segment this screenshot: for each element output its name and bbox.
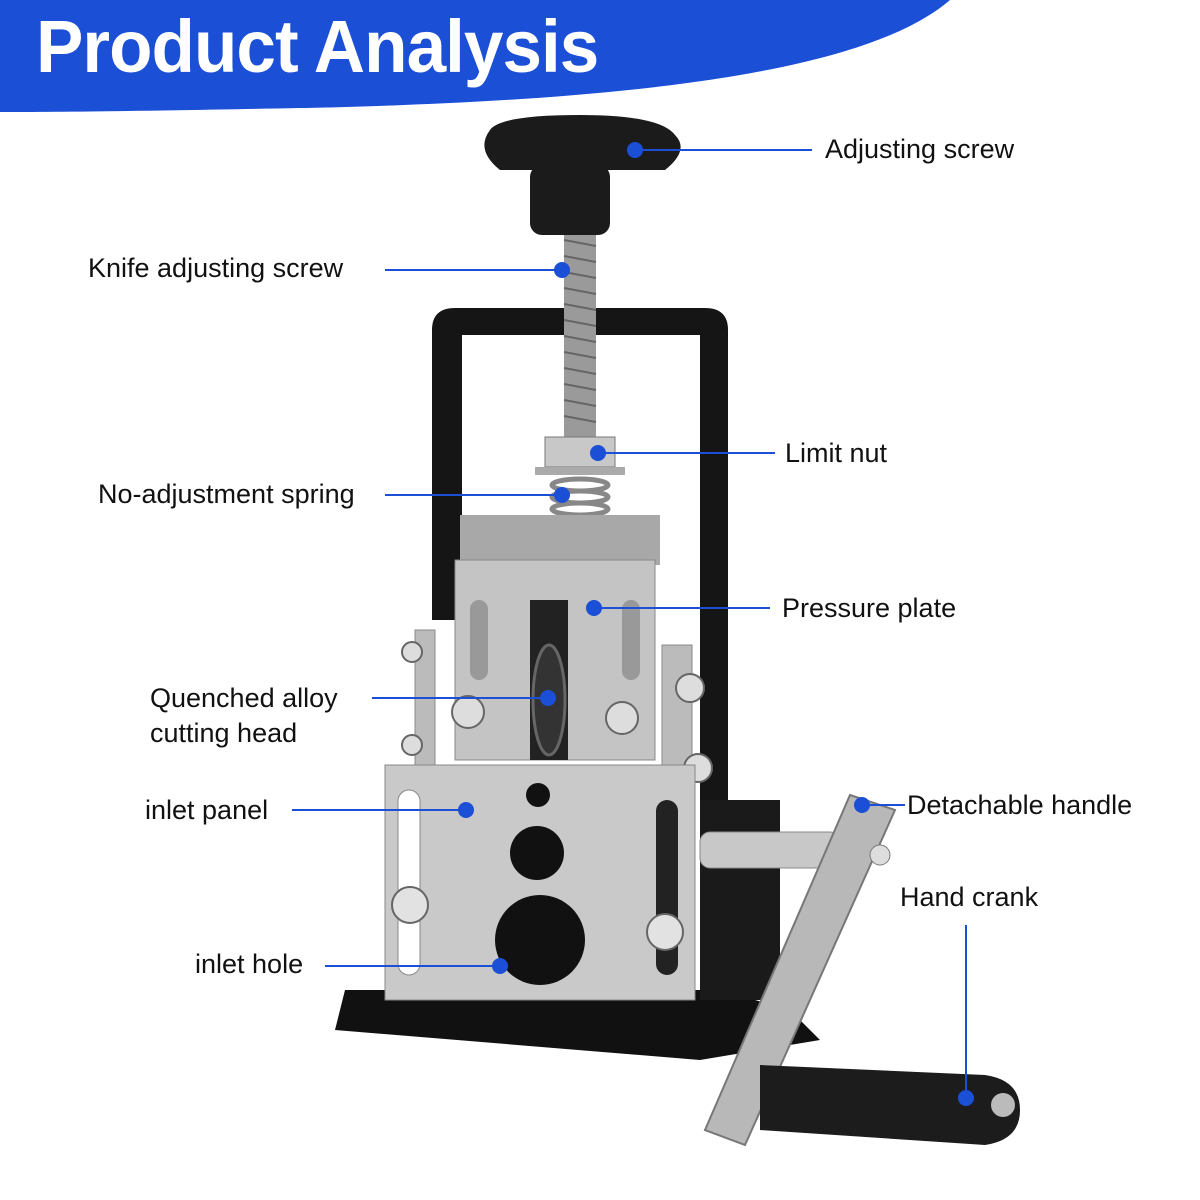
small-inlet-hole <box>526 783 550 807</box>
callout-line <box>292 809 466 811</box>
callout-dot <box>554 487 570 503</box>
callout-line <box>372 697 548 699</box>
callout-label: No-adjustment spring <box>98 479 355 509</box>
frame-back-block <box>700 800 780 1000</box>
crank-grip-cap <box>991 1093 1015 1117</box>
callout-dot <box>958 1090 974 1106</box>
callout-label: Adjusting screw <box>825 134 1015 164</box>
callout-label: Knife adjusting screw <box>88 253 344 283</box>
callout-line <box>635 149 812 151</box>
plate-left-slot <box>470 600 488 680</box>
callout-line <box>965 925 967 1098</box>
inlet-panel-bolts <box>391 886 684 951</box>
crank-grip <box>760 1065 1020 1145</box>
black-frame <box>432 308 728 810</box>
callout-dot <box>492 958 508 974</box>
callout-label-line2: cutting head <box>150 718 298 748</box>
adjusting-knob-stem <box>530 165 610 235</box>
title-banner <box>0 0 950 112</box>
crank-shaft <box>699 831 841 869</box>
callout-dot <box>540 690 556 706</box>
callout-line <box>594 607 770 609</box>
callout-label: inlet panel <box>145 795 269 825</box>
callout-label: Detachable handle <box>907 790 1133 820</box>
callout-line <box>598 452 775 454</box>
callout-line <box>385 494 562 496</box>
plate-right-slot <box>622 600 640 680</box>
callout-line <box>862 804 905 806</box>
callout-label: Quenched alloy <box>150 683 338 713</box>
page-title: Product Analysis <box>36 5 599 88</box>
callout-label: Pressure plate <box>782 593 957 623</box>
callout-dot <box>458 802 474 818</box>
crank-arm-bolt <box>869 844 891 866</box>
medium-inlet-hole <box>510 826 564 880</box>
callout-label: Limit nut <box>785 438 888 468</box>
washer <box>535 467 625 475</box>
callout-label: Hand crank <box>900 882 1039 912</box>
spring <box>549 476 611 518</box>
callout-line <box>325 965 500 967</box>
callout-line <box>385 269 562 271</box>
base-plate <box>335 990 820 1060</box>
callout-dot <box>554 262 570 278</box>
pressure-block <box>460 515 660 565</box>
bracket-bolts <box>401 641 713 783</box>
adjusting-knob <box>484 115 681 170</box>
inlet-hole-shape <box>495 895 585 985</box>
callout-label: inlet hole <box>195 949 304 979</box>
inlet-panel-left-slot <box>397 789 421 976</box>
